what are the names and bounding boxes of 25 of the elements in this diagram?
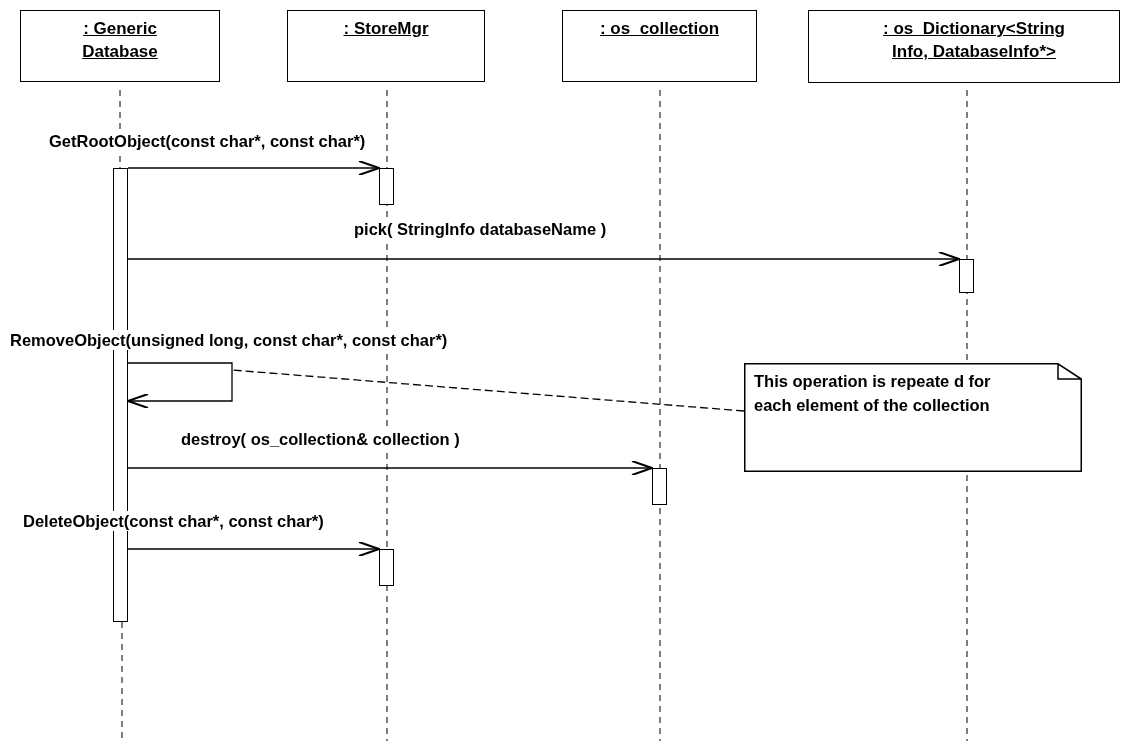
message-arrow — [127, 460, 653, 476]
message-arrow — [127, 362, 233, 409]
activation-bar — [959, 259, 974, 293]
object-box — [562, 10, 757, 82]
object-box — [808, 10, 1120, 83]
note — [744, 363, 1082, 472]
object-name: : Generic Database — [82, 19, 158, 61]
note-text: This operation is repeate d for each element of the collection — [754, 372, 991, 414]
activation-bar — [652, 468, 667, 505]
object-name: : os_collection — [600, 19, 719, 38]
activation-bar — [379, 549, 394, 586]
edge-label: pick( StringInfo databaseName ) — [353, 219, 608, 239]
object-box — [20, 10, 220, 82]
edge-label: destroy( os_collection& collection ) — [180, 429, 461, 449]
activation-bar — [379, 168, 394, 205]
object-name: : StoreMgr — [343, 19, 429, 38]
edge-label: GetRootObject(const char*, const char*) — [48, 131, 367, 151]
message-arrow — [127, 541, 380, 557]
edge-label: DeleteObject(const char*, const char*) — [22, 511, 325, 531]
object-box — [287, 10, 485, 82]
message-arrow — [127, 251, 960, 267]
message-arrow — [127, 160, 380, 176]
leader-line — [231, 369, 745, 412]
edge-label: RemoveObject(unsigned long, const char*, const char*) — [9, 330, 449, 350]
object-name: : os_Dictionary<String Info, DatabaseInfo*> — [883, 19, 1065, 61]
